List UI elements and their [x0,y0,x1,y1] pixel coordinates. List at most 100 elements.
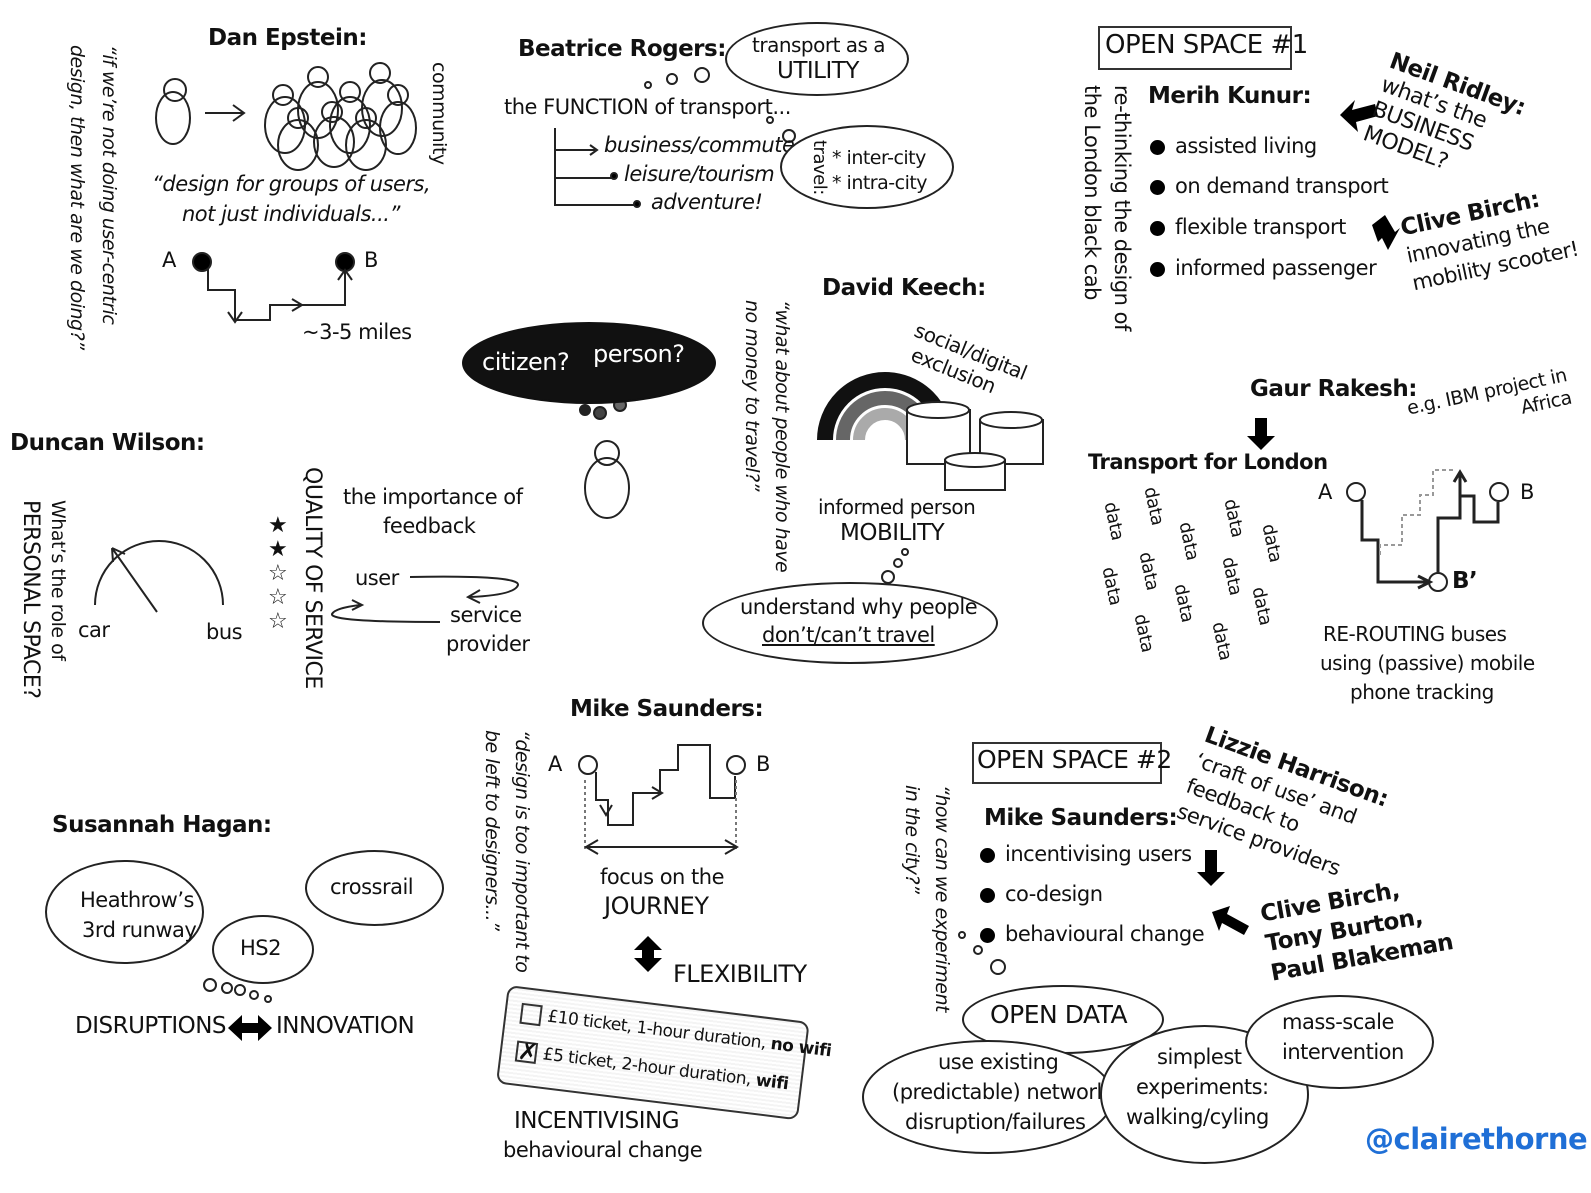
star-empty-icon: ☆ [268,609,288,634]
incentivising-line: INCENTIVISING [514,1108,680,1134]
function-item: adventure! [651,190,763,214]
provider-label: service [450,603,522,627]
cloud-text: don’t/can’t travel [762,623,935,647]
feedback-loop-arrows [331,575,519,623]
person-thinking-icon [579,398,630,519]
arrow-right-icon [205,104,246,122]
route-path-dan [192,252,355,324]
star-empty-icon: ☆ [268,561,288,586]
mass-scale-cloud [1245,995,1434,1089]
journey-line: JOURNEY [604,892,709,920]
double-arrow-horizontal-icon [228,1015,272,1041]
travel-item: * intra-city [832,172,928,194]
thought-bubbles [881,548,909,584]
rerouting-line: phone tracking [1350,680,1494,704]
bullet-item: co-design [980,882,1103,907]
point-b-label: B [756,752,770,776]
cloud-text: intervention [1282,1040,1404,1064]
thought-bubbles [644,67,796,143]
mobility-label: MOBILITY [840,520,945,546]
gauge-icon [94,540,224,613]
quality-label: QUALITY OF SERVICE [300,467,325,689]
function-item: leisure/tourism [624,162,775,186]
section-title: OPEN SPACE #1 [1105,30,1308,60]
quote-line: “design is too important to [511,730,533,973]
bullet-item: informed passenger [1150,256,1377,281]
gauge-bus-label: bus [206,620,243,644]
cloud-text: transport as a [752,33,886,57]
quote-line: in the city?” [901,785,923,894]
ticket-text: £10 ticket, 1-hour duration, [546,1006,772,1054]
speaker-name: Mike Saunders: [984,805,1178,831]
cloud-text: OPEN DATA [990,1000,1128,1029]
provider-label: provider [446,632,530,656]
speaker-name: David Keech: [822,275,986,301]
quote-line: be left to designers...” [481,730,503,931]
quote-line: design, then what are we doing?” [66,45,88,350]
community-icon [264,62,417,171]
arrow-icon [1197,850,1249,935]
checkbox[interactable]: ✗ [514,1036,540,1068]
person-icon [155,78,191,145]
cloud-text: walking/cyling [1126,1105,1269,1129]
question-line: What’s the role of [47,500,69,661]
quote-line: no money to travel?” [741,300,763,492]
point-a-label: A [1318,480,1332,504]
utility-cloud [725,22,909,96]
point-b-label: B [364,248,378,272]
point-b-label: B [1520,480,1534,504]
cloud-text: UTILITY [777,58,859,84]
thought-bubbles [203,931,1006,1003]
star-filled-icon: ★ [268,537,288,562]
point-a-label: A [548,752,562,776]
quote-line: “design for groups of users, [152,172,431,196]
ticket-feature: wifi [754,1070,790,1095]
quote-line: not just individuals...” [182,202,400,226]
tfl-label: Transport for London [1088,450,1328,474]
double-arrow-vertical-icon [634,936,662,972]
cloud-text: understand why people [740,595,978,619]
cloud-text: mass-scale [1282,1010,1394,1034]
cloud-text: use existing [938,1050,1059,1074]
journey-path [578,744,746,855]
travel-reasons-cloud [702,582,998,664]
citizen-label: citizen? [482,348,570,376]
speaker-name: Merih Kunur: [1148,83,1312,109]
quote-line: “what about people who have [771,300,793,573]
identity-cloud [462,322,716,404]
function-label: the FUNCTION of transport... [504,95,791,119]
side-quote: “design is too important to be left to de… [477,730,537,972]
person-label: person? [593,340,685,368]
cloud-text: HS2 [240,936,281,960]
speaker-name: Beatrice Rogers: [518,36,726,62]
bullet-item: incentivising users [980,842,1192,867]
star-empty-icon: ☆ [268,585,288,610]
crossrail-cloud [305,850,444,926]
cloud-text: crossrail [330,875,414,899]
bullet-item: behavioural change [980,922,1205,947]
note-line: re-thinking the design of [1110,85,1134,331]
cloud-text: experiments: [1136,1075,1269,1099]
ticket-text: £5 ticket, 2-hour duration, [541,1044,758,1091]
open-space-2-box [972,742,1162,784]
rerouting-map [1346,469,1509,592]
rerouting-line: RE-ROUTING buses [1323,622,1507,646]
speaker-name: Dan Epstein: [208,25,367,51]
cloud-text: simplest [1157,1045,1242,1069]
existing-network-cloud [862,1040,1114,1154]
question-line: PERSONAL SPACE? [18,500,43,699]
checkbox[interactable] [519,1002,543,1027]
incentivising-line: behavioural change [503,1138,703,1162]
informed-label: informed person [818,495,976,519]
innovation-label: INNOVATION [276,1013,415,1039]
distance-label: ~3-5 miles [302,320,412,344]
note-line: the London black cab [1080,85,1104,300]
section-title: OPEN SPACE #2 [977,745,1172,774]
travel-cloud [780,125,954,209]
